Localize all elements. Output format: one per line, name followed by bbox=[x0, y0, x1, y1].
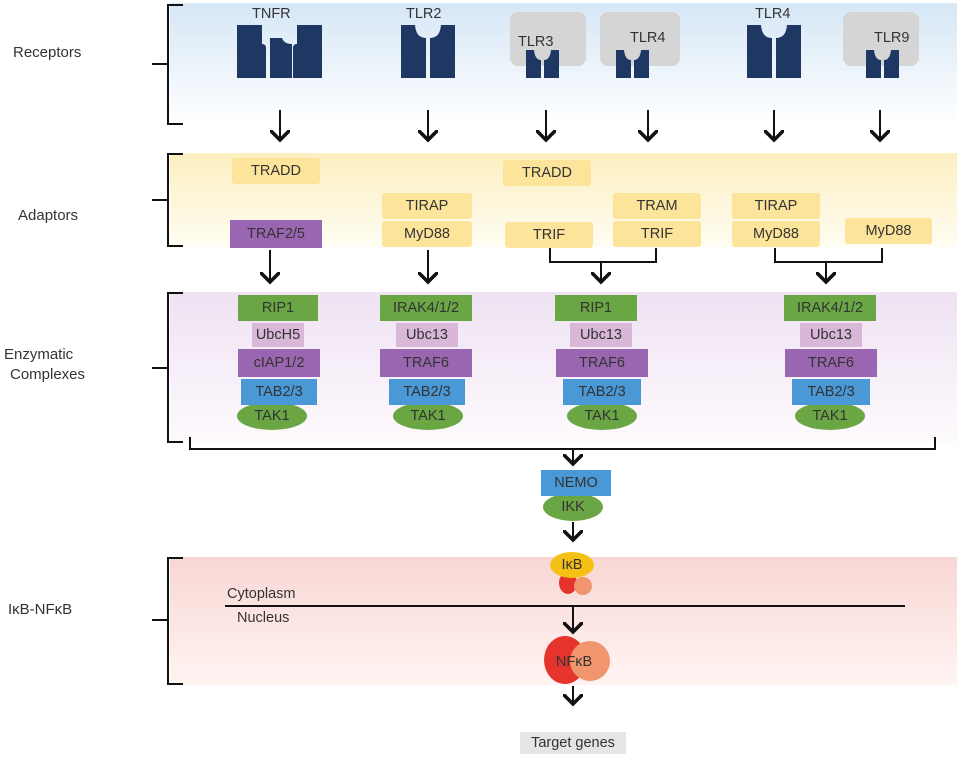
receptor-label-tlr2: TLR2 bbox=[406, 6, 442, 22]
complex3-rip1: RIP1 bbox=[555, 295, 637, 321]
complex4-traf6: TRAF6 bbox=[785, 349, 877, 377]
complex4-tab2-3: TAB2/3 bbox=[792, 379, 870, 405]
complex3-traf6: TRAF6 bbox=[556, 349, 648, 377]
receptor-label-tlr3: TLR3 bbox=[518, 34, 554, 50]
ikk-label: IKK bbox=[561, 499, 585, 515]
adaptor-merge-lines bbox=[549, 248, 883, 263]
adaptor-myd88-2: MyD88 bbox=[732, 221, 820, 247]
tlr3-receptor-icon bbox=[526, 50, 559, 78]
complex2-traf6: TRAF6 bbox=[380, 349, 472, 377]
receptor-label-tnfr: TNFR bbox=[252, 6, 291, 22]
complex3-tak1: TAK1 bbox=[584, 408, 620, 424]
adaptor-tirap-2: TIRAP bbox=[732, 193, 820, 219]
adaptor-trif-2: TRIF bbox=[613, 221, 701, 247]
adaptor-tradd-2: TRADD bbox=[503, 160, 591, 186]
tak1-shapes bbox=[237, 402, 865, 521]
adaptor-tradd-1: TRADD bbox=[232, 158, 320, 184]
tlr4-endosomal-receptor-icon bbox=[616, 50, 649, 78]
receptor-label-tlr4: TLR4 bbox=[755, 6, 791, 22]
receptor-label-tlr4-endosomal: TLR4 bbox=[630, 30, 666, 46]
ikb-label: IκB bbox=[561, 557, 583, 573]
complex2-tab2-3: TAB2/3 bbox=[389, 379, 465, 405]
adaptor-arrows bbox=[270, 250, 826, 282]
complex1-tak1: TAK1 bbox=[254, 408, 290, 424]
ikb-nfkb-section-label: IκB-NFκB bbox=[8, 601, 73, 618]
nfkb-p50-cytoplasm bbox=[574, 577, 592, 595]
complex1-ciap1-2: cIAP1/2 bbox=[238, 349, 320, 377]
complex4-tak1: TAK1 bbox=[812, 408, 848, 424]
adaptor-traf2-5: TRAF2/5 bbox=[230, 220, 322, 248]
complex3-tab2-3: TAB2/3 bbox=[563, 379, 641, 405]
target-genes-label: Target genes bbox=[520, 732, 626, 754]
complex1-ubch5: UbcH5 bbox=[252, 323, 304, 347]
enzymatic-section-label-line2: Complexes bbox=[10, 366, 86, 383]
tlr2-receptor-icon bbox=[401, 25, 455, 78]
complex4-irak4-1-2: IRAK4/1/2 bbox=[784, 295, 876, 321]
receptor-label-tlr9: TLR9 bbox=[874, 30, 910, 46]
tlr9-receptor-icon bbox=[866, 50, 899, 78]
complexes-bracket bbox=[152, 292, 183, 443]
adaptor-tram: TRAM bbox=[613, 193, 701, 219]
tlr9-endosome-shape bbox=[843, 12, 919, 66]
complex4-ubc13: Ubc13 bbox=[800, 323, 862, 347]
complex2-irak4-1-2: IRAK4/1/2 bbox=[380, 295, 472, 321]
nfkb-label: NFκB bbox=[555, 654, 593, 670]
complex2-ubc13: Ubc13 bbox=[396, 323, 458, 347]
ikb-bracket bbox=[152, 557, 183, 685]
adaptors-bracket bbox=[152, 153, 183, 247]
tlr4-receptor-icon bbox=[747, 25, 801, 78]
nemo-box: NEMO bbox=[541, 470, 611, 496]
complex1-tab2-3: TAB2/3 bbox=[241, 379, 317, 405]
cytoplasm-label: Cytoplasm bbox=[227, 586, 296, 602]
nucleus-label: Nucleus bbox=[237, 610, 290, 626]
complex2-tak1: TAK1 bbox=[410, 408, 446, 424]
ikb-shape bbox=[550, 552, 594, 578]
adaptor-trif-1: TRIF bbox=[505, 222, 593, 248]
receptors-section-label: Receptors bbox=[13, 44, 82, 61]
adaptor-tirap-1: TIRAP bbox=[382, 193, 472, 219]
complex1-rip1: RIP1 bbox=[238, 295, 318, 321]
enzymatic-section-label-line1: Enzymatic bbox=[4, 346, 74, 363]
complex3-ubc13: Ubc13 bbox=[570, 323, 632, 347]
complexes-merge-bracket bbox=[189, 437, 936, 450]
tnfr-receptor-icon bbox=[237, 25, 322, 78]
receptor-arrows bbox=[280, 110, 880, 140]
section-brackets bbox=[152, 4, 183, 685]
adaptors-section-label: Adaptors bbox=[18, 207, 79, 224]
adaptor-myd88-3: MyD88 bbox=[845, 218, 932, 244]
receptors-bracket bbox=[152, 4, 183, 125]
adaptor-myd88-1: MyD88 bbox=[382, 221, 472, 247]
nfkb-p50-nucleus bbox=[570, 641, 610, 681]
